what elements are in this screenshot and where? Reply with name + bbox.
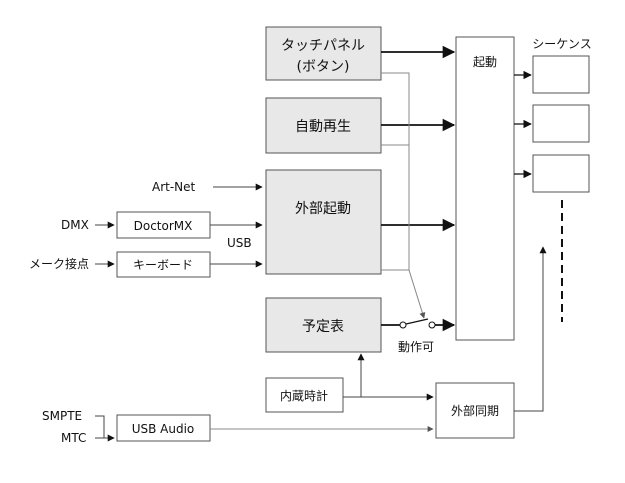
external-start-label: 外部起動 <box>295 201 351 217</box>
doctormx-label: DoctorMX <box>134 219 193 233</box>
sequence-label: シーケンス <box>532 37 591 51</box>
start-node: 起動 <box>455 36 515 341</box>
schedule-label: 予定表 <box>302 319 344 335</box>
dmx-label: DMX <box>61 218 89 232</box>
external-sync-node: 外部同期 <box>435 382 515 439</box>
sequence-box-2 <box>532 104 590 143</box>
start-label: 起動 <box>473 55 497 69</box>
usb-label: USB <box>227 236 252 250</box>
schedule-node: 予定表 <box>265 297 382 353</box>
usb-audio-node: USB Audio <box>116 414 211 442</box>
auto-play-node: 自動再生 <box>265 97 382 154</box>
enable-control-arrow <box>408 269 426 319</box>
make-contact-label: メーク接点 <box>29 256 89 271</box>
keyboard-label: キーボード <box>133 258 193 272</box>
auto-play-label: 自動再生 <box>295 119 351 135</box>
touch-panel-label: タッチパネル <box>281 38 365 54</box>
operation-enable-label: 動作可 <box>398 340 434 354</box>
sync-to-sequence-arrow <box>514 246 547 412</box>
mtc-label: MTC <box>61 431 86 445</box>
doctormx-node: DoctorMX <box>116 211 211 239</box>
sequence-box-1 <box>532 55 590 94</box>
internal-clock-label: 内蔵時計 <box>280 388 328 403</box>
usb-audio-label: USB Audio <box>132 422 195 436</box>
internal-clock-node: 内蔵時計 <box>265 377 344 413</box>
external-start-node: 外部起動 <box>265 169 382 275</box>
operation-enable-switch <box>381 318 456 332</box>
touch-panel-sublabel: (ボタン) <box>297 59 350 75</box>
external-sync-label: 外部同期 <box>451 403 499 418</box>
art-net-label: Art-Net <box>152 180 196 194</box>
touch-panel-node: タッチパネル (ボタン) <box>265 26 382 81</box>
smpte-label: SMPTE <box>42 409 82 423</box>
sequence-box-3 <box>532 154 590 193</box>
keyboard-node: キーボード <box>116 251 211 278</box>
